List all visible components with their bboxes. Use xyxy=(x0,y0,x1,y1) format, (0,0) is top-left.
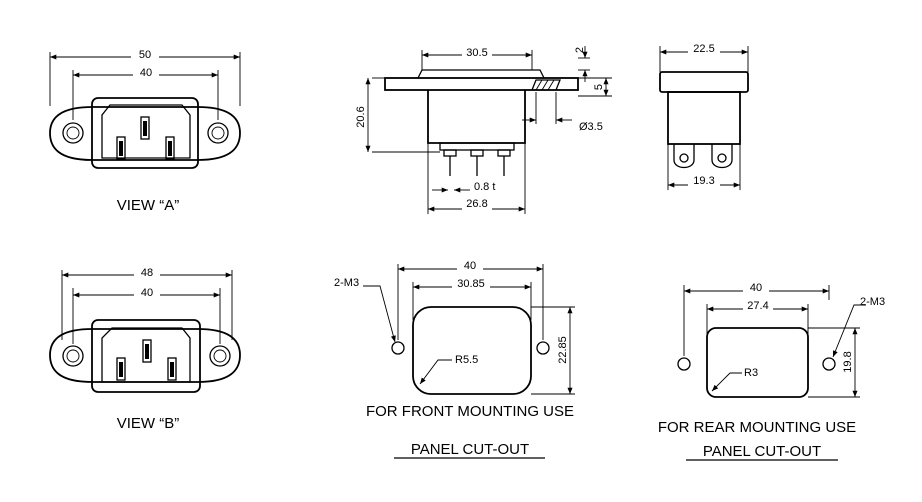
view-a-mount-hole-right xyxy=(207,122,229,144)
view-a-body xyxy=(91,97,199,169)
view-b-inner-dim: 40 xyxy=(141,287,153,299)
side-view-width-bottom: 26.8 xyxy=(466,198,487,210)
side-view-flange xyxy=(384,77,579,91)
view-b-outer-dim: 48 xyxy=(141,267,153,279)
rear-cutout-hole-spacing: 40 xyxy=(750,282,762,294)
end-view-flange xyxy=(659,71,749,93)
front-cutout-radius: R5.5 xyxy=(455,354,478,366)
end-view: 22.5 19.3 xyxy=(659,43,749,190)
rear-cutout-radius: R3 xyxy=(744,367,758,379)
rear-cutout-outline xyxy=(706,327,809,398)
side-view-body xyxy=(427,90,526,144)
rear-cutout-screw-label: 2-M3 xyxy=(860,296,885,308)
view-b: 48 40 VIEW “B” xyxy=(49,267,241,432)
view-b-mount-hole-left xyxy=(62,345,84,367)
view-a: 50 40 VIEW “A” xyxy=(49,49,241,214)
front-cutout-hole-spacing: 40 xyxy=(464,260,476,272)
front-cutout-width: 30.85 xyxy=(457,278,485,290)
view-b-mount-hole-right xyxy=(209,345,231,367)
rear-cutout-hole-right xyxy=(822,357,836,371)
rear-cutout-caption: FOR REAR MOUNTING USE xyxy=(658,419,856,436)
view-a-outer-dim: 50 xyxy=(139,49,151,61)
end-view-body xyxy=(667,91,741,145)
view-b-pin-right xyxy=(167,357,177,381)
side-view-hole-dia: Ø3.5 xyxy=(579,121,603,133)
view-b-caption: VIEW “B” xyxy=(117,415,180,432)
front-cutout-hole-left xyxy=(391,341,405,355)
side-view-terminal-thickness: 0.8 t xyxy=(474,181,495,193)
view-a-pin-earth xyxy=(140,116,150,140)
view-b-body xyxy=(91,319,201,393)
view-b-socket xyxy=(101,327,191,383)
end-view-width-top: 22.5 xyxy=(693,43,714,55)
view-a-pin-right xyxy=(165,136,175,160)
front-cutout-hole-right xyxy=(536,341,550,355)
rear-cutout-subcaption: PANEL CUT-OUT xyxy=(703,443,821,460)
rear-cutout-hole-left xyxy=(677,357,691,371)
front-cutout: 40 30.85 22.85 2-M3 R5.5 FOR FRONT MOUNT… xyxy=(334,260,575,459)
front-cutout-caption: FOR FRONT MOUNTING USE xyxy=(366,403,574,420)
side-view-flange-depth: 5 xyxy=(593,84,605,90)
front-cutout-outline xyxy=(412,306,532,395)
side-view-width-top: 30.5 xyxy=(466,47,487,59)
end-view-width-bottom: 19.3 xyxy=(693,175,714,187)
front-cutout-subcaption: PANEL CUT-OUT xyxy=(411,441,529,458)
rear-cutout-height: 19.8 xyxy=(842,351,854,372)
view-a-socket xyxy=(101,104,191,159)
side-view: 30.5 20.6 2 5 Ø3.5 26.8 0.8 t xyxy=(355,46,612,214)
view-a-mount-hole-left xyxy=(62,122,84,144)
view-b-pin-left xyxy=(116,357,126,381)
view-b-pin-earth xyxy=(142,339,152,363)
front-cutout-height: 22.85 xyxy=(557,336,569,364)
view-a-inner-dim: 40 xyxy=(140,67,152,79)
front-cutout-screw-label: 2-M3 xyxy=(334,277,359,289)
side-view-flange-thickness: 2 xyxy=(574,47,586,53)
view-a-caption: VIEW “A” xyxy=(117,197,180,214)
view-a-pin-left xyxy=(116,136,126,160)
side-view-height: 20.6 xyxy=(355,106,367,127)
view-b-flange xyxy=(49,328,241,383)
rear-cutout-width: 27.4 xyxy=(747,300,768,312)
rear-cutout: 40 27.4 19.8 2-M3 R3 FOR REAR MOUNTING U… xyxy=(658,282,885,461)
